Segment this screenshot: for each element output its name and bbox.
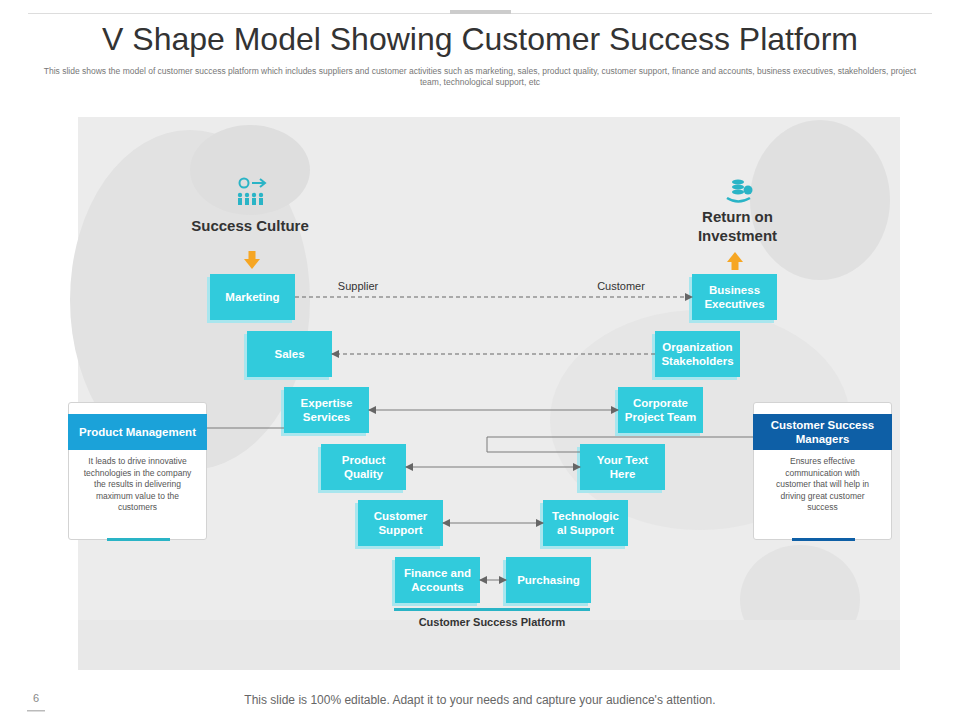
box-label: Purchasing <box>517 573 580 587</box>
box-text-group: Purchasing <box>517 573 580 587</box>
platform-label: Customer Success Platform <box>392 615 592 629</box>
process-box: Marketing <box>210 274 295 320</box>
flow-arrow <box>332 354 655 355</box>
goal-heading: Success Culture <box>170 217 330 235</box>
box-label: Your Text Here <box>583 453 662 481</box>
platform-bar <box>394 608 590 611</box>
box-label: Technologic al Support <box>546 509 625 537</box>
culture-icon <box>240 179 266 188</box>
info-card: Product Management It leads to drive inno… <box>68 402 207 540</box>
flow-arrow <box>369 410 618 411</box>
card-body-text: It leads to drive innovative technologie… <box>69 456 206 514</box>
arrow-symbol <box>260 179 265 187</box>
process-box: Expertise Services <box>284 387 369 433</box>
link-line <box>487 437 753 452</box>
process-box: Technologic al Support <box>543 500 628 546</box>
flow-arrow <box>295 297 692 298</box>
box-label: Marketing <box>225 290 279 304</box>
process-box: Business Executives <box>692 274 777 320</box>
flow-arrow <box>406 467 580 468</box>
photo-silhouette <box>190 125 310 215</box>
box-text-group: Sales <box>274 347 304 361</box>
box-text-group: Your Text Here <box>583 453 662 481</box>
box-text-group: Organization Stakeholders <box>658 340 737 368</box>
box-text-group: Customer Support <box>361 509 440 537</box>
subtitle-note: This slide shows the model of customer s… <box>40 66 920 88</box>
box-label: Product Quality <box>324 453 403 481</box>
process-box: Sales <box>247 331 332 377</box>
box-text-group: Corporate Project Team <box>621 396 700 424</box>
side-label: Supplier <box>318 280 398 293</box>
slide-title: V Shape Model Showing Customer Success P… <box>0 19 960 59</box>
link-line <box>207 428 284 429</box>
box-label: Organization Stakeholders <box>658 340 737 368</box>
card-heading: Customer Success Managers <box>753 414 892 450</box>
process-box: Purchasing <box>506 557 591 603</box>
arrow-symbol <box>252 182 264 184</box>
photo-silhouette <box>750 120 890 280</box>
card-heading: Product Management <box>68 414 207 450</box>
box-label: Finance and Accounts <box>398 566 477 594</box>
down-arrow <box>244 251 260 269</box>
accent-bar <box>107 538 170 541</box>
process-box: Product Quality <box>321 444 406 490</box>
box-text-group: Marketing <box>225 290 279 304</box>
process-box: Your Text Here <box>580 444 665 490</box>
people-icon <box>238 193 263 205</box>
accent-bar <box>792 538 855 541</box>
page-rule <box>27 710 45 712</box>
process-box: Organization Stakeholders <box>655 331 740 377</box>
box-label: Expertise Services <box>287 396 366 424</box>
box-text-group: Product Quality <box>324 453 403 481</box>
roi-icon <box>727 180 753 202</box>
flow-arrow <box>443 523 543 524</box>
top-tab <box>450 10 511 14</box>
process-box: Finance and Accounts <box>395 557 480 603</box>
goal-heading: Return on Investment <box>670 207 805 245</box>
footer-note: This slide is 100% editable. Adapt it to… <box>130 693 830 708</box>
box-label: Customer Support <box>361 509 440 537</box>
box-label: Business Executives <box>695 283 774 311</box>
box-text-group: Finance and Accounts <box>398 566 477 594</box>
gear-symbol <box>240 179 249 188</box>
process-box: Corporate Project Team <box>618 387 703 433</box>
box-text-group: Expertise Services <box>287 396 366 424</box>
info-card: Customer Success ManagersEnsures effecti… <box>753 402 892 540</box>
side-label: Customer <box>581 280 661 293</box>
box-label: Sales <box>274 347 304 361</box>
process-box: Customer Support <box>358 500 443 546</box>
box-text-group: Business Executives <box>695 283 774 311</box>
box-label: Corporate Project Team <box>621 396 700 424</box>
card-body-text: Ensures effective communication with cus… <box>754 456 891 514</box>
up-arrow <box>727 252 743 270</box>
flow-arrow <box>480 580 506 581</box>
box-text-group: Technologic al Support <box>546 509 625 537</box>
page-number: 6 <box>25 692 47 705</box>
